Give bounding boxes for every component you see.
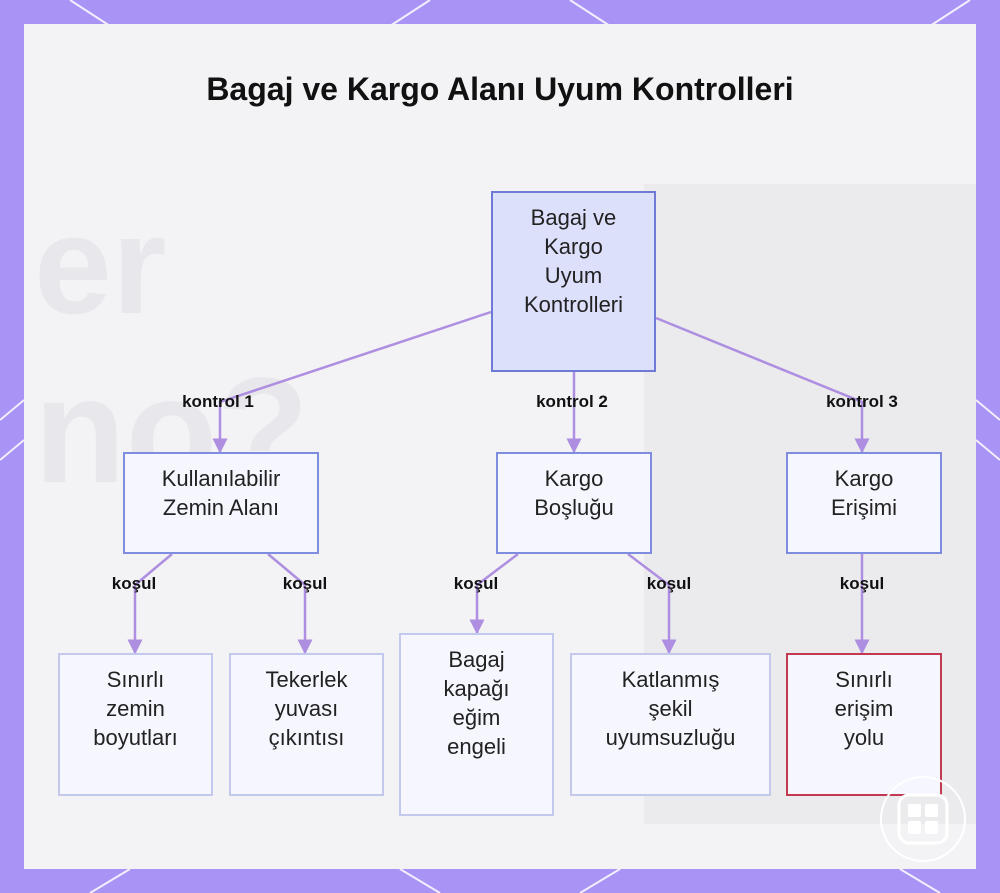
edge-usable-floor-to-wheel-well <box>267 553 313 655</box>
node-cargo-space: Kargo Boşluğu <box>496 452 652 554</box>
node-folded-shape: Katlanmış şekil uyumsuzluğu <box>570 653 771 796</box>
node-root-label: Bagaj ve Kargo Uyum Kontrolleri <box>523 205 624 317</box>
grid-logo-icon <box>880 776 966 862</box>
edge-label-condition: koşul <box>839 574 885 593</box>
edge-label-control-1: kontrol 1 <box>182 392 254 411</box>
diagram-title: Bagaj ve Kargo Alanı Uyum Kontrolleri <box>206 71 794 107</box>
edge-root-to-cargo-access <box>655 316 870 454</box>
node-limited-floor: Sınırlı zemin boyutları <box>58 653 213 796</box>
background-ghost-glyph: er <box>34 186 167 343</box>
node-folded-shape-label: Katlanmış şekil uyumsuzluğu <box>605 667 736 750</box>
node-wheel-well: Tekerlek yuvası çıkıntısı <box>229 653 384 796</box>
edge-label-control-2: kontrol 2 <box>536 392 608 411</box>
node-usable-floor: Kullanılabilir Zemin Alanı <box>123 452 319 554</box>
edge-label-condition: koşul <box>282 574 328 593</box>
edge-label-condition: koşul <box>453 574 499 593</box>
node-limited-access-label: Sınırlı erişim yolu <box>834 667 894 750</box>
edge-cargo-space-to-folded-shape <box>627 553 677 655</box>
node-tailgate-label: Bagaj kapağı eğim engeli <box>443 647 510 759</box>
node-wheel-well-label: Tekerlek yuvası çıkıntısı <box>265 667 348 750</box>
node-usable-floor-label: Kullanılabilir Zemin Alanı <box>161 466 281 520</box>
node-limited-floor-label: Sınırlı zemin boyutları <box>93 667 178 750</box>
node-cargo-access-label: Kargo Erişimi <box>831 466 897 520</box>
edge-cargo-space-to-tailgate <box>469 553 519 635</box>
node-limited-access: Sınırlı erişim yolu <box>786 653 942 796</box>
edge-label-control-3: kontrol 3 <box>826 392 898 411</box>
edge-usable-floor-to-limited-floor <box>127 553 173 655</box>
edge-root-to-usable-floor <box>212 310 492 454</box>
edge-label-condition: koşul <box>111 574 157 593</box>
node-cargo-space-label: Kargo Boşluğu <box>534 466 614 520</box>
edge-label-condition: koşul <box>646 574 692 593</box>
node-root: Bagaj ve Kargo Uyum Kontrolleri <box>491 191 656 372</box>
node-cargo-access: Kargo Erişimi <box>786 452 942 554</box>
node-tailgate: Bagaj kapağı eğim engeli <box>399 633 554 816</box>
